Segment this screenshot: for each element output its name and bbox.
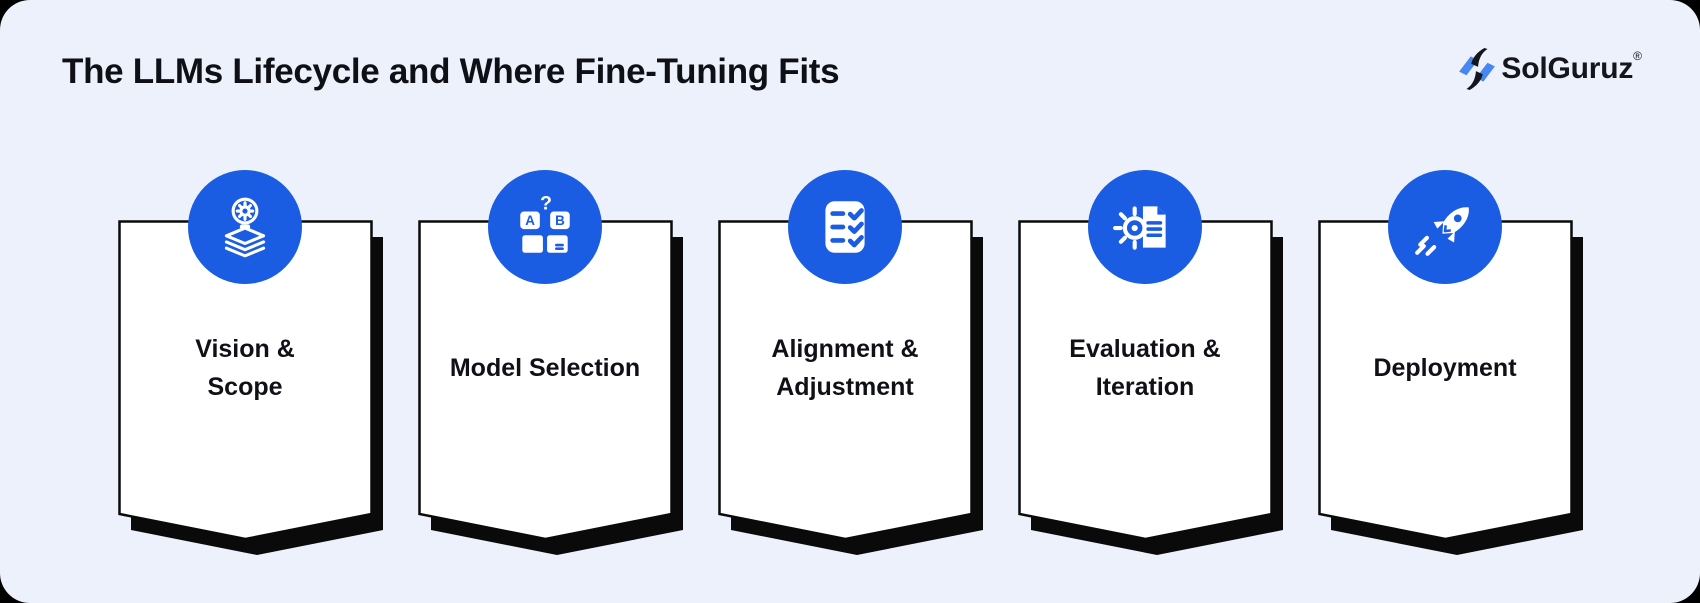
step-label-line1: Evaluation &	[1069, 335, 1221, 363]
step-icon-badge	[788, 170, 902, 284]
banner-shape	[1018, 220, 1283, 555]
banner-shape	[718, 220, 983, 555]
solguruz-bolt-icon	[1459, 48, 1496, 90]
step-label-line1: Vision &	[195, 335, 295, 363]
model-selection-ab-choice-icon: ? A B	[520, 194, 570, 253]
registered-trademark-symbol: ®	[1633, 48, 1642, 63]
svg-text:A: A	[525, 213, 535, 228]
alignment-checklist-icon	[825, 201, 865, 253]
logo-text: SolGuruz	[1501, 52, 1634, 85]
step-label-line2: Scope	[207, 372, 283, 401]
step-label: Model Selection	[418, 222, 672, 515]
step-label-line2: Iteration	[1095, 372, 1195, 401]
lifecycle-step-card-vision-scope: Vision & Scope	[118, 170, 383, 562]
step-label-line2: Adjustment	[776, 372, 914, 401]
step-label-line1: Alignment &	[771, 335, 919, 363]
step-icon-badge	[1388, 170, 1502, 284]
step-label: Vision & Scope	[118, 222, 372, 515]
svg-text:?: ?	[540, 194, 552, 214]
banner-shape	[1318, 220, 1583, 555]
step-label: Evaluation & Iteration	[1018, 222, 1272, 515]
logo-wordmark: SolGuruz®	[1501, 48, 1642, 86]
solguruz-logo: SolGuruz®	[1459, 48, 1642, 90]
banner-shape	[418, 220, 683, 555]
step-label: Deployment	[1318, 222, 1572, 515]
deployment-rocket-icon	[1415, 207, 1469, 256]
banner-shape	[118, 220, 383, 555]
svg-text:B: B	[555, 213, 565, 228]
lifecycle-step-card-alignment-adjustment: Alignment & Adjustment	[718, 170, 983, 562]
evaluation-gear-document-icon	[1113, 206, 1166, 250]
lifecycle-step-card-model-selection: Model Selection ? A B	[418, 170, 683, 562]
vision-scope-bulb-layers-icon	[224, 197, 266, 258]
step-label-line1: Model Selection	[449, 353, 641, 382]
step-label: Alignment & Adjustment	[718, 222, 972, 515]
page-title: The LLMs Lifecycle and Where Fine-Tuning…	[62, 52, 840, 91]
step-icon-badge	[188, 170, 302, 284]
lifecycle-step-card-deployment: Deployment	[1318, 170, 1583, 562]
step-icon-badge	[1088, 170, 1202, 284]
step-label-line1: Deployment	[1373, 353, 1517, 382]
step-icon-badge: ? A B	[488, 170, 602, 284]
lifecycle-step-card-evaluation-iteration: Evaluation & Iteration	[1018, 170, 1283, 562]
